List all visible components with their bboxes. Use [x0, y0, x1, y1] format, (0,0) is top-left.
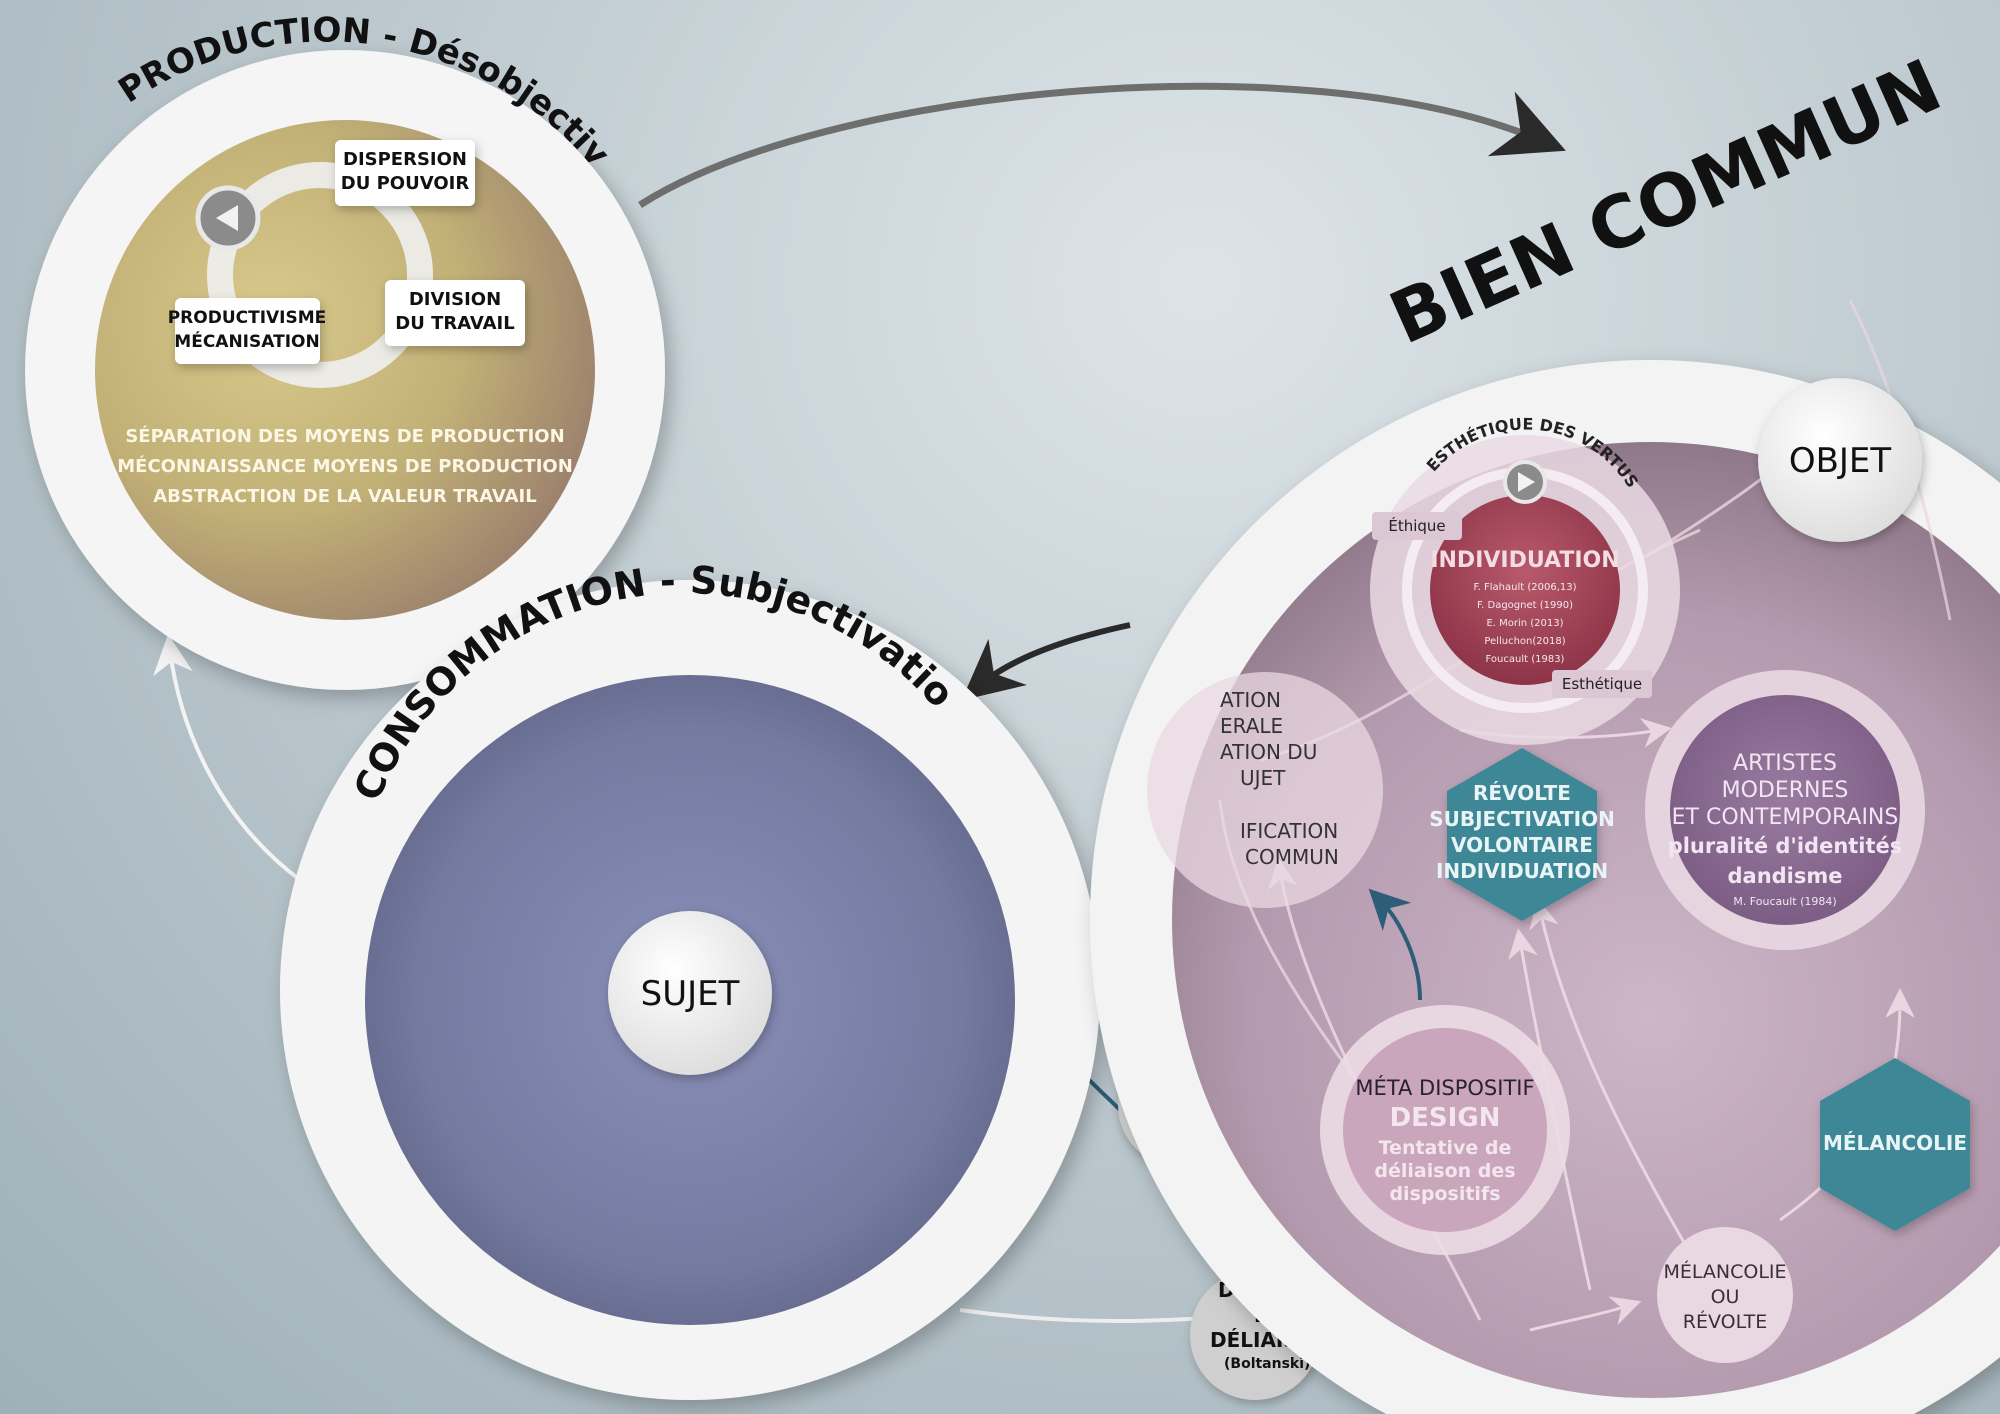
artistes-node: ARTISTES MODERNES ET CONTEMPORAINS plura…	[1645, 670, 1925, 950]
production-line-3: ABSTRACTION DE LA VALEUR TRAVAIL	[153, 486, 536, 507]
card-division-travail: DIVISION DU TRAVAIL	[385, 280, 525, 346]
revolte-hexagon: RÉVOLTE SUBJECTIVATION VOLONTAIRE INDIVI…	[1429, 748, 1615, 921]
svg-text:F. Dagognet (1990): F. Dagognet (1990)	[1477, 600, 1573, 611]
svg-text:PRODUCTIVISME: PRODUCTIVISME	[168, 308, 327, 328]
individuation-label: INDIVIDUATION	[1430, 548, 1619, 573]
objet-label: OBJET	[1789, 441, 1892, 481]
objet-node: OBJET	[1758, 378, 1922, 542]
svg-text:MÉTA DISPOSITIF: MÉTA DISPOSITIF	[1355, 1075, 1534, 1100]
cycle-back-icon[interactable]	[195, 185, 261, 251]
svg-text:Pelluchon(2018): Pelluchon(2018)	[1484, 636, 1565, 647]
arrow-consommation-to-production	[153, 634, 302, 882]
individuation-node: ESTHÉTIQUE DES VERTUS Éthique Esthétique…	[1370, 414, 1680, 745]
meta-dispositif-node: MÉTA DISPOSITIF DESIGN Tentative de déli…	[1320, 1005, 1570, 1255]
svg-text:déliaison des: déliaison des	[1374, 1160, 1515, 1182]
svg-text:DISPERSION: DISPERSION	[343, 149, 467, 170]
svg-text:dandisme: dandisme	[1727, 864, 1842, 888]
bien-commun-title: BIEN COMMUN	[1378, 43, 1953, 361]
svg-text:ATION: ATION	[1220, 688, 1281, 712]
svg-text:RÉVOLTE: RÉVOLTE	[1473, 781, 1571, 805]
svg-text:UJET: UJET	[1240, 766, 1286, 790]
production-line-1: SÉPARATION DES MOYENS DE PRODUCTION	[125, 425, 564, 447]
svg-text:IFICATION: IFICATION	[1240, 819, 1338, 843]
svg-text:VOLONTAIRE: VOLONTAIRE	[1451, 833, 1593, 857]
svg-text:Esthétique: Esthétique	[1562, 675, 1642, 693]
svg-text:ERALE: ERALE	[1220, 714, 1283, 738]
svg-text:Éthique: Éthique	[1388, 516, 1445, 535]
svg-text:MÉLANCOLIE: MÉLANCOLIE	[1663, 1260, 1786, 1283]
card-productivisme: PRODUCTIVISME MÉCANISATION	[168, 298, 327, 364]
melancolie-hexagon: MÉLANCOLIE	[1820, 1058, 1970, 1231]
svg-text:dispositifs: dispositifs	[1389, 1183, 1500, 1205]
svg-text:MÉLANCOLIE: MÉLANCOLIE	[1823, 1131, 1967, 1155]
svg-text:COMMUN: COMMUN	[1245, 845, 1339, 869]
svg-text:M. Foucault (1984): M. Foucault (1984)	[1733, 895, 1836, 908]
svg-text:Tentative de: Tentative de	[1379, 1137, 1512, 1159]
svg-text:MÉCANISATION: MÉCANISATION	[174, 330, 319, 352]
arrow-bien-commun-to-consommation	[961, 622, 1131, 701]
cycle-ring	[207, 162, 433, 388]
svg-text:pluralité d'identités: pluralité d'identités	[1668, 834, 1903, 858]
svg-text:INDIVIDUATION: INDIVIDUATION	[1436, 859, 1608, 883]
svg-text:MODERNES: MODERNES	[1722, 778, 1849, 803]
svg-text:ATION DU: ATION DU	[1220, 740, 1317, 764]
svg-text:Foucault (1983): Foucault (1983)	[1486, 654, 1565, 665]
svg-text:F. Flahault (2006,13): F. Flahault (2006,13)	[1474, 582, 1577, 593]
partial-left-node: ATION ERALE ATION DU UJET IFICATION COMM…	[1147, 672, 1383, 908]
svg-text:DIVISION: DIVISION	[409, 289, 501, 310]
svg-text:OU: OU	[1711, 1286, 1740, 1308]
svg-text:ARTISTES: ARTISTES	[1733, 751, 1837, 776]
production-line-2: MÉCONNAISSANCE MOYENS DE PRODUCTION	[117, 455, 573, 477]
svg-text:DU TRAVAIL: DU TRAVAIL	[395, 313, 514, 334]
svg-text:SUBJECTIVATION: SUBJECTIVATION	[1429, 807, 1615, 831]
sujet-node: SUJET	[608, 911, 772, 1075]
svg-text:E. Morin (2013): E. Morin (2013)	[1486, 618, 1563, 629]
melancolie-revolte-node: MÉLANCOLIE OU RÉVOLTE	[1657, 1227, 1793, 1363]
arrow-production-to-bien-commun	[638, 82, 1566, 208]
card-dispersion-pouvoir: DISPERSION DU POUVOIR	[335, 140, 475, 206]
bien-commun-circle: BIEN COMMUN OBJET ATION ERALE ATION DU U…	[1090, 43, 2000, 1414]
esthetique-tag: Esthétique	[1552, 670, 1652, 698]
svg-text:DESIGN: DESIGN	[1390, 1103, 1501, 1133]
svg-text:DU POUVOIR: DU POUVOIR	[341, 173, 470, 194]
svg-text:ET CONTEMPORAINS: ET CONTEMPORAINS	[1672, 805, 1899, 830]
ethique-tag: Éthique	[1372, 512, 1462, 540]
vertus-play-icon[interactable]	[1503, 460, 1547, 504]
sujet-label: SUJET	[641, 974, 740, 1014]
svg-text:(Boltanski): (Boltanski)	[1224, 1356, 1310, 1372]
svg-text:RÉVOLTE: RÉVOLTE	[1683, 1310, 1767, 1333]
